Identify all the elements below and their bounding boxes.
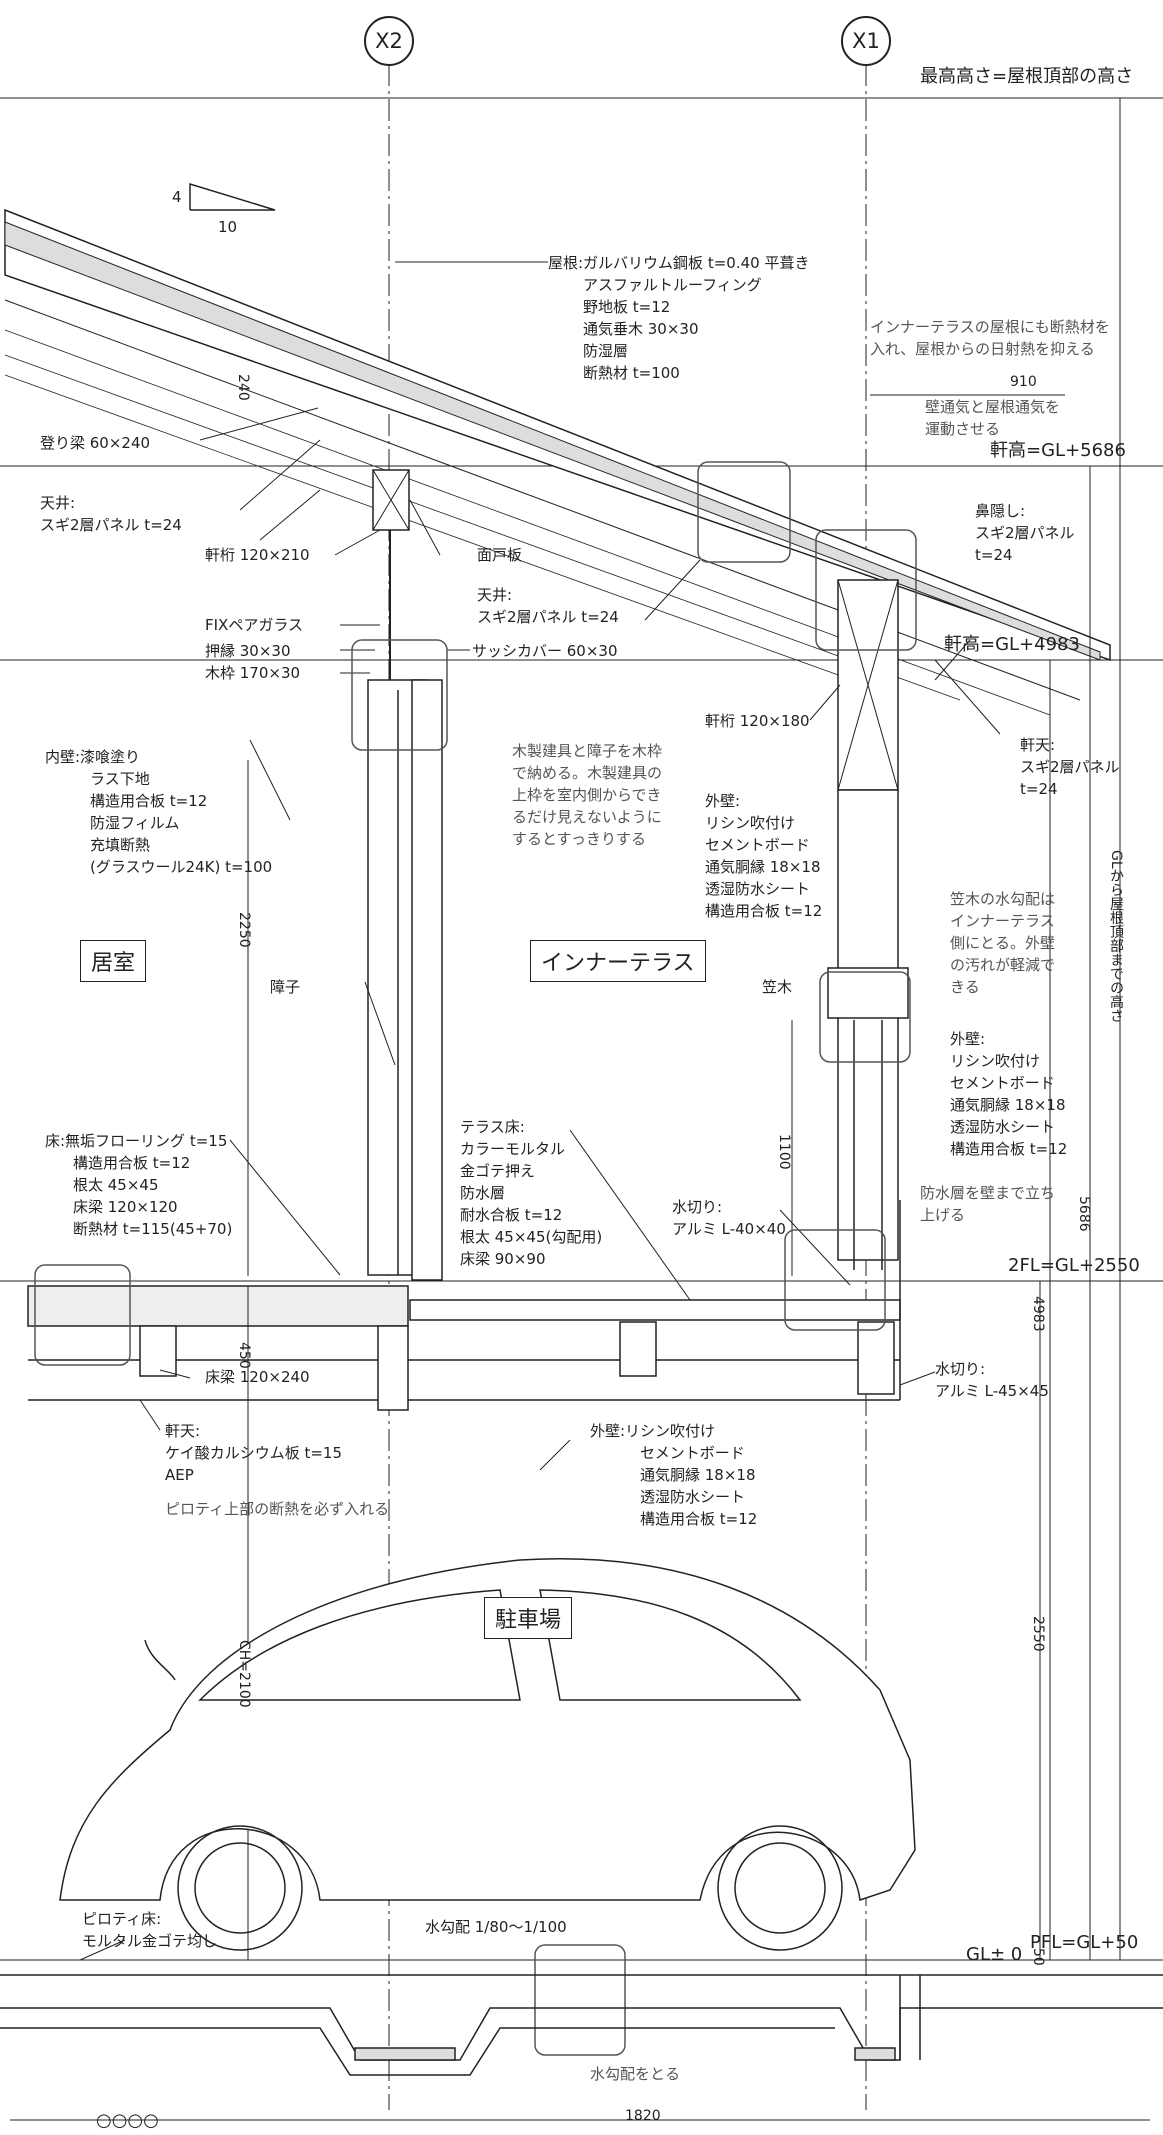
ceiling-spec-2: 天井: スギ2層パネル t=24	[477, 586, 619, 626]
soffit-bottom-spec: 軒天: ケイ酸カルシウム板 t=15 AEP	[165, 1422, 343, 1484]
stop-bead-label: 押縁 30×30	[205, 642, 291, 660]
terrace-floor-spec: テラス床: カラーモルタル 金ゴテ押え 防水層 耐水合板 t=12 根太 45×…	[460, 1118, 603, 1268]
note-waterproof: 防水層を壁まで立ち 上げる	[920, 1184, 1056, 1224]
level-pfl: PFL=GL+50	[1030, 1932, 1139, 1953]
note-piloti: ピロティ上部の断熱を必ず入れる	[165, 1500, 390, 1518]
note-ventilation: 壁通気と屋根通気を 運動させる	[925, 398, 1061, 438]
dim-450: 450	[236, 1342, 252, 1369]
slope-rise: 4	[172, 188, 182, 206]
note-kasagi-slope: 笠木の水勾配は インナーテラス 側にとる。外壁 の汚れが軽減で きる	[950, 890, 1056, 996]
eave-beam-left-label: 軒桁 120×210	[205, 546, 310, 564]
note-slope: 水勾配をとる	[590, 2065, 681, 2083]
room-inner-terrace: インナーテラス	[530, 940, 706, 982]
nose-cover-spec: 鼻隠し: スギ2層パネル t=24	[975, 502, 1075, 564]
room-living: 居室	[80, 940, 147, 982]
dim-50: 50	[1030, 1948, 1046, 1966]
dim-2250: 2250	[236, 912, 252, 948]
level-max-height: 最高高さ=屋根頂部の高さ	[920, 66, 1134, 87]
kasagi-label: 笠木	[762, 978, 793, 996]
dim-ch: CH=2100	[236, 1640, 252, 1708]
level-gl: GL± 0	[966, 1944, 1023, 1965]
wood-frame-label: 木枠 170×30	[205, 664, 301, 682]
fix-glass-label: FIXペアガラス	[205, 616, 304, 634]
note-joinery: 木製建具と障子を木枠 で納める。木製建具の 上枠を室内側からでき るだけ見えない…	[512, 742, 663, 848]
ext-wall-spec-1: 外壁: リシン吹付け セメントボード 通気胴縁 18×18 透湿防水シート 構造…	[705, 792, 823, 920]
dim-4983: 4983	[1030, 1296, 1046, 1332]
inner-wall-spec: 内壁:漆喰塗り ラス下地 構造用合板 t=12 防湿フィルム 充填断熱 (グラス…	[45, 748, 273, 876]
drain-slope-label: 水勾配 1/80〜1/100	[425, 1918, 567, 1936]
roof-spec: 屋根:ガルバリウム鋼板 t=0.40 平葺き アスファルトルーフィング 野地板 …	[548, 254, 810, 382]
grid-marker-x1: X1	[841, 16, 891, 66]
ext-wall-spec-2: 外壁: リシン吹付け セメントボード 通気胴縁 18×18 透湿防水シート 構造…	[950, 1030, 1068, 1158]
dim-1820: 1820	[625, 2108, 661, 2124]
eave-beam-right-label: 軒桁 120×180	[705, 712, 810, 730]
shoji-label: 障子	[270, 978, 301, 996]
piloti-floor-spec: ピロティ床: モルタル金ゴテ均し	[82, 1910, 218, 1950]
slope-run: 10	[218, 218, 238, 236]
soffit-right-spec: 軒天: スギ2層パネル t=24	[1020, 736, 1120, 798]
level-eave-height: 軒高=GL+5686	[990, 440, 1126, 461]
drip-spec-2: 水切り: アルミ L-45×45	[935, 1360, 1049, 1400]
face-board-label: 面戸板	[477, 546, 523, 564]
ext-wall-spec-3: 外壁:リシン吹付け セメントボード 通気胴縁 18×18 透湿防水シート 構造用…	[590, 1422, 758, 1528]
dim-gl-to-top: GLから屋根頂部までの高さ	[1108, 850, 1124, 1023]
room-parking: 駐車場	[484, 1597, 573, 1639]
note-insulation: インナーテラスの屋根にも断熱材を 入れ、屋根からの日射熱を抑える	[870, 318, 1110, 358]
ceiling-spec-1: 天井: スギ2層パネル t=24	[40, 494, 182, 534]
dim-2550: 2550	[1030, 1616, 1046, 1652]
grid-marker-x2: X2	[364, 16, 414, 66]
floor-beam-label: 床梁 120×240	[205, 1368, 310, 1386]
footer-marks: ○○○○	[96, 2110, 159, 2131]
dim-240: 240	[235, 374, 251, 401]
level-eave-height-2: 軒高=GL+4983	[944, 634, 1080, 655]
level-2fl: 2FL=GL+2550	[1008, 1255, 1140, 1276]
rafter-label: 登り梁 60×240	[40, 434, 151, 452]
dim-5686: 5686	[1076, 1196, 1092, 1232]
dim-1100: 1100	[776, 1134, 792, 1170]
dim-910: 910	[1010, 374, 1037, 390]
sash-cover-label: サッシカバー 60×30	[472, 642, 618, 660]
drip-spec-1: 水切り: アルミ L-40×40	[672, 1198, 786, 1238]
floor-spec: 床:無垢フローリング t=15 構造用合板 t=12 根太 45×45 床梁 1…	[45, 1132, 233, 1238]
